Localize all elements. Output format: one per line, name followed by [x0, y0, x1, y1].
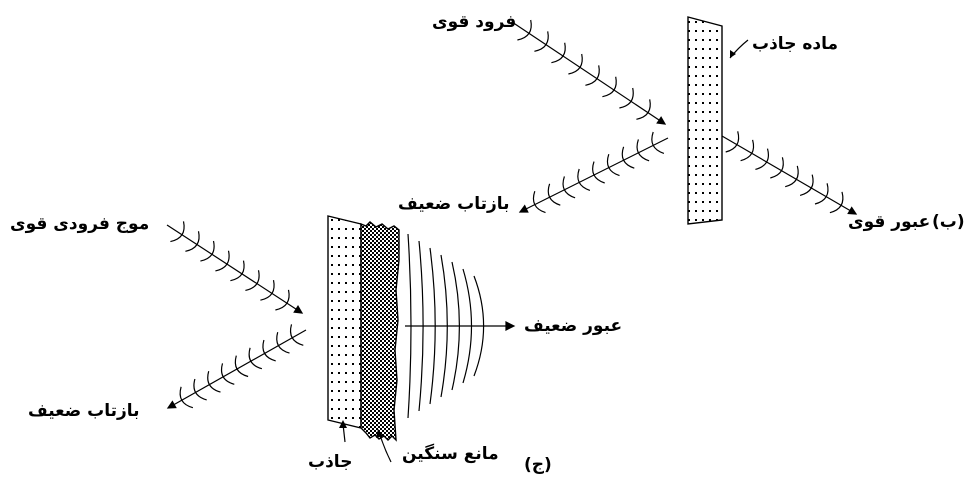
wave-rays	[166, 19, 858, 409]
c-absorber-label: جاذب	[308, 452, 353, 472]
b-incident-label: فرود قوی	[432, 12, 517, 32]
c-wavefront	[462, 268, 473, 384]
c-absorber-slab	[327, 215, 362, 429]
c-wavefront	[407, 233, 412, 419]
c-shield-leader-arrow	[376, 429, 383, 438]
c-shield-label: مانع سنگین	[402, 444, 499, 464]
b-reflect-label: بازتاب ضعیف	[398, 194, 510, 214]
c-reflect-ray	[166, 324, 307, 409]
b-absorber-label: ماده جاذب	[752, 34, 839, 54]
c-wavefront	[473, 275, 485, 377]
b-absorber-slab	[687, 16, 723, 225]
c-transmit-wavefronts	[407, 233, 485, 419]
c-wavefront	[429, 247, 436, 405]
c-wavefront	[418, 240, 424, 412]
b-incident-ray	[511, 19, 667, 125]
c-transmit-label: عبور ضعیف	[524, 316, 623, 336]
c-reflect-label: بازتاب ضعیف	[28, 401, 140, 421]
c-transmit-arrow	[405, 321, 516, 331]
c-heavy-shield	[360, 221, 400, 442]
b-part-marker: (ب)	[932, 212, 965, 232]
c-wavefront	[440, 254, 448, 398]
b-reflect-ray	[518, 131, 669, 214]
b-transmit-label: عبور قوی	[848, 212, 931, 232]
c-absorber-leader-arrow	[339, 420, 347, 428]
b-absorber-leader-arrow	[730, 50, 736, 58]
c-wavefront	[451, 261, 460, 391]
c-part-marker: (ج)	[524, 455, 552, 475]
b-transmit-ray	[721, 131, 858, 215]
c-incident-ray	[166, 221, 304, 314]
c-incident-label: موج فرودی قوی	[10, 214, 150, 234]
